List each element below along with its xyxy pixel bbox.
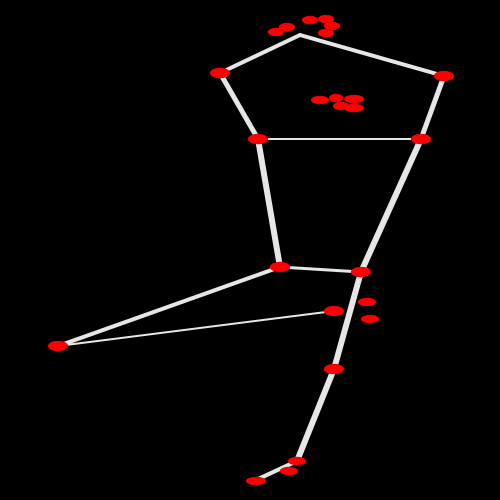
skeleton-joints: [47, 14, 455, 486]
joint-right-hip: [350, 266, 372, 278]
bone-right-foot: [254, 459, 299, 482]
bone-left-torso: [255, 136, 283, 270]
bone-right-torso: [358, 136, 424, 275]
joint-head-3: [301, 15, 319, 25]
bone-left-thigh: [56, 265, 282, 348]
joint-knee-extra-2: [360, 314, 380, 324]
joint-head-2: [278, 22, 296, 32]
bone-hip-line: [278, 265, 363, 274]
bone-left-shin: [57, 310, 335, 347]
joint-right-ankle: [287, 456, 307, 466]
bone-head-right-shoulder: [298, 33, 446, 78]
joint-head-4: [317, 14, 335, 24]
joint-hand-2: [328, 93, 344, 103]
joint-left-ankle: [47, 340, 69, 352]
joint-right-elbow: [410, 133, 432, 145]
bone-right-thigh: [331, 269, 364, 372]
bone-head-left-shoulder: [218, 33, 302, 75]
joint-right-knee: [323, 363, 345, 375]
bone-right-upper-arm: [418, 73, 447, 142]
joint-left-elbow: [247, 133, 269, 145]
joint-left-shoulder: [209, 67, 231, 79]
joint-knee-extra-1: [357, 297, 377, 307]
bone-left-upper-arm: [217, 70, 261, 142]
joint-right-shoulder: [433, 70, 455, 82]
joint-head-5: [323, 21, 341, 31]
joint-head-6: [317, 28, 335, 38]
joint-hand-3: [343, 94, 365, 104]
joint-right-toe: [245, 476, 267, 486]
joint-left-hip: [269, 261, 291, 273]
joint-head-1: [267, 27, 285, 37]
skeleton-bones: [56, 33, 447, 482]
joint-hand-5: [343, 103, 365, 113]
joint-hand-1: [310, 95, 330, 105]
joint-left-knee: [323, 305, 345, 317]
joint-right-heel: [279, 466, 299, 476]
bone-right-shin: [294, 366, 337, 464]
